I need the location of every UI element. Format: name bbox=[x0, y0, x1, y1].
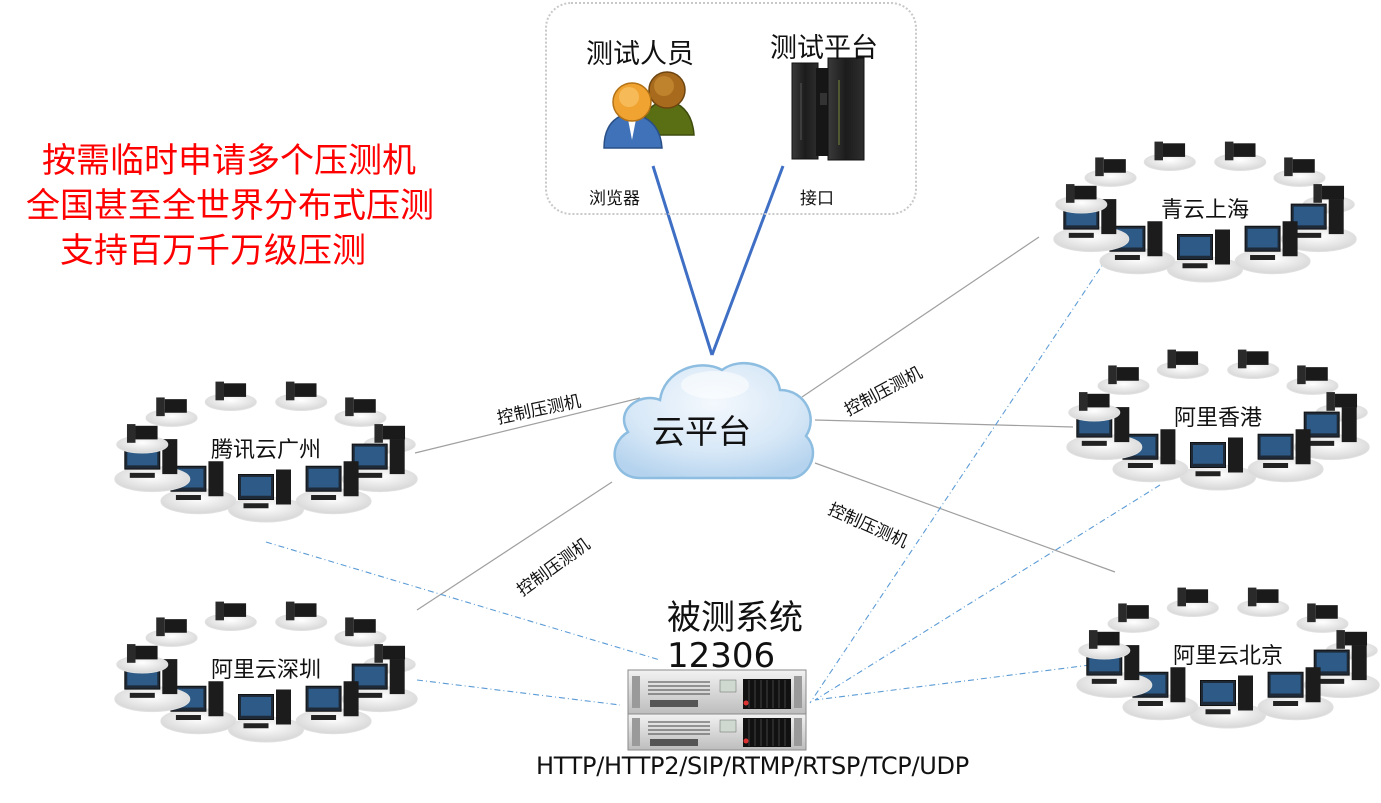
workstation-icon bbox=[1190, 675, 1266, 729]
workstation-icon bbox=[1167, 229, 1243, 283]
target-system-title: 被测系统 bbox=[667, 598, 803, 638]
workstation-icon bbox=[1055, 184, 1108, 214]
workstation-icon bbox=[295, 681, 372, 735]
workstation-icon bbox=[1084, 157, 1137, 187]
workstation-icon bbox=[1166, 587, 1219, 618]
load-line-guangzhou bbox=[265, 541, 661, 661]
control-line-shanghai bbox=[801, 236, 1040, 398]
workstation-icon bbox=[1143, 141, 1196, 172]
control-line-guangzhou bbox=[414, 397, 641, 454]
load-line-beijing bbox=[814, 664, 1091, 701]
workstation-ring bbox=[1076, 587, 1380, 729]
server-rack-icon bbox=[791, 57, 865, 161]
cluster-label: 青云上海 bbox=[1160, 198, 1249, 223]
platform-label: 测试平台 bbox=[770, 33, 878, 64]
workstation-icon bbox=[1273, 157, 1326, 187]
workstation-icon bbox=[275, 601, 328, 632]
workstation-icon bbox=[204, 381, 257, 412]
load-line-shenzhen bbox=[416, 679, 621, 706]
load-line-shanghai bbox=[809, 257, 1108, 704]
slogan-line-3: 支持百万千万级压测 bbox=[60, 231, 366, 271]
protocol-list: HTTP/HTTP2/SIP/RTMP/RTSP/TCP/UDP bbox=[536, 752, 969, 780]
api-link bbox=[710, 165, 785, 356]
workstation-icon bbox=[1280, 199, 1357, 253]
cluster-label: 腾讯云广州 bbox=[210, 438, 321, 463]
workstation-icon bbox=[228, 469, 304, 523]
cluster-aliyun-beijing: 阿里云北京 bbox=[1078, 586, 1378, 736]
workstation-icon bbox=[228, 689, 304, 743]
workstation-icon bbox=[1078, 630, 1131, 660]
cluster-label: 阿里云北京 bbox=[1172, 644, 1283, 669]
workstation-icon bbox=[116, 424, 169, 454]
workstation-icon bbox=[1107, 603, 1160, 633]
api-label: 接口 bbox=[800, 189, 834, 209]
workstation-icon bbox=[1237, 587, 1290, 618]
workstation-icon bbox=[1214, 141, 1267, 172]
workstation-icon bbox=[1293, 407, 1370, 461]
workstation-icon bbox=[116, 644, 169, 674]
control-line-hongkong bbox=[814, 419, 1074, 428]
workstation-icon bbox=[295, 461, 372, 515]
control-line-beijing bbox=[814, 462, 1116, 573]
load-line-hongkong bbox=[814, 484, 1161, 701]
workstation-ring bbox=[114, 601, 418, 743]
workstation-icon bbox=[334, 617, 387, 647]
workstation-icon bbox=[1296, 603, 1349, 633]
workstation-icon bbox=[1099, 221, 1176, 275]
target-system-name: 12306 bbox=[667, 636, 776, 676]
workstation-icon bbox=[145, 617, 198, 647]
workstation-icon bbox=[341, 439, 418, 493]
workstation-icon bbox=[145, 397, 198, 427]
workstation-icon bbox=[1247, 429, 1324, 483]
workstation-icon bbox=[1227, 349, 1280, 380]
browser-label: 浏览器 bbox=[589, 189, 640, 209]
cloud-platform-label: 云平台 bbox=[652, 412, 751, 451]
rack-server-icon bbox=[627, 669, 807, 751]
browser-link bbox=[651, 165, 714, 356]
cluster-ali-hongkong: 阿里香港 bbox=[1068, 348, 1368, 498]
workstation-ring bbox=[1053, 141, 1357, 283]
workstation-ring bbox=[114, 381, 418, 523]
slogan-line-2: 全国甚至全世界分布式压测 bbox=[26, 186, 434, 226]
workstation-icon bbox=[204, 601, 257, 632]
workstation-icon bbox=[1068, 392, 1121, 422]
workstation-icon bbox=[1156, 349, 1209, 380]
testers-group bbox=[545, 2, 917, 215]
users-icon bbox=[603, 71, 695, 149]
workstation-icon bbox=[1180, 437, 1256, 491]
cluster-label: 阿里香港 bbox=[1173, 406, 1262, 431]
workstation-icon bbox=[334, 397, 387, 427]
workstation-icon bbox=[1234, 221, 1311, 275]
workstation-icon bbox=[1097, 365, 1150, 395]
cluster-qingcloud-shanghai: 青云上海 bbox=[1055, 140, 1355, 290]
cluster-aliyun-shenzhen: 阿里云深圳 bbox=[116, 600, 416, 750]
cloud-icon bbox=[613, 361, 815, 480]
workstation-icon bbox=[275, 381, 328, 412]
workstation-icon bbox=[341, 659, 418, 713]
workstation-icon bbox=[1286, 365, 1339, 395]
workstation-icon bbox=[1112, 429, 1189, 483]
workstation-ring bbox=[1066, 349, 1370, 491]
testers-label: 测试人员 bbox=[586, 39, 694, 70]
slogan-line-1: 按需临时申请多个压测机 bbox=[42, 141, 416, 181]
cluster-tencent-guangzhou: 腾讯云广州 bbox=[116, 380, 416, 530]
workstation-icon bbox=[1257, 667, 1334, 721]
cluster-label: 阿里云深圳 bbox=[210, 658, 321, 683]
control-line-shenzhen bbox=[416, 481, 613, 611]
